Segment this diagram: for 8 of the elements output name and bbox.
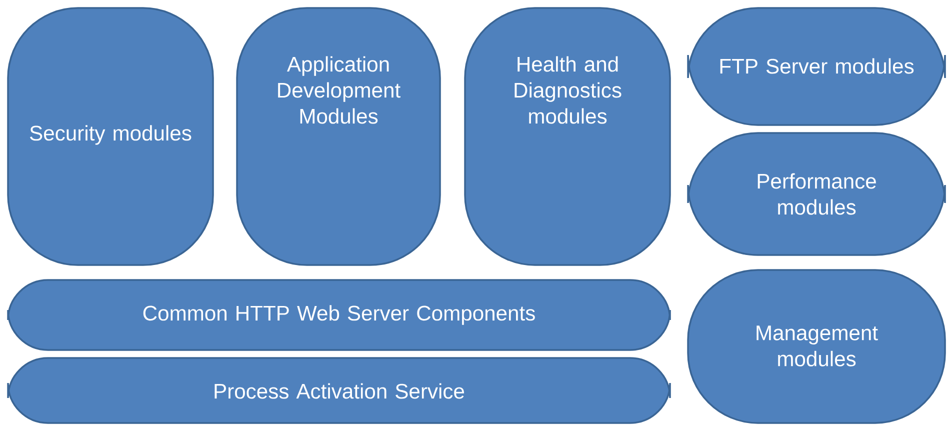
module-box: Management modules	[687, 269, 946, 424]
module-box: Health and Diagnostics modules	[464, 7, 671, 266]
module-box: Common HTTP Web Server Components	[7, 279, 671, 351]
module-box: Security modules	[7, 7, 214, 266]
module-box: Performance modules	[687, 132, 946, 256]
module-box: Process Activation Service	[7, 357, 671, 424]
module-box: Application Development Modules	[236, 7, 441, 266]
module-box: FTP Server modules	[687, 7, 946, 126]
